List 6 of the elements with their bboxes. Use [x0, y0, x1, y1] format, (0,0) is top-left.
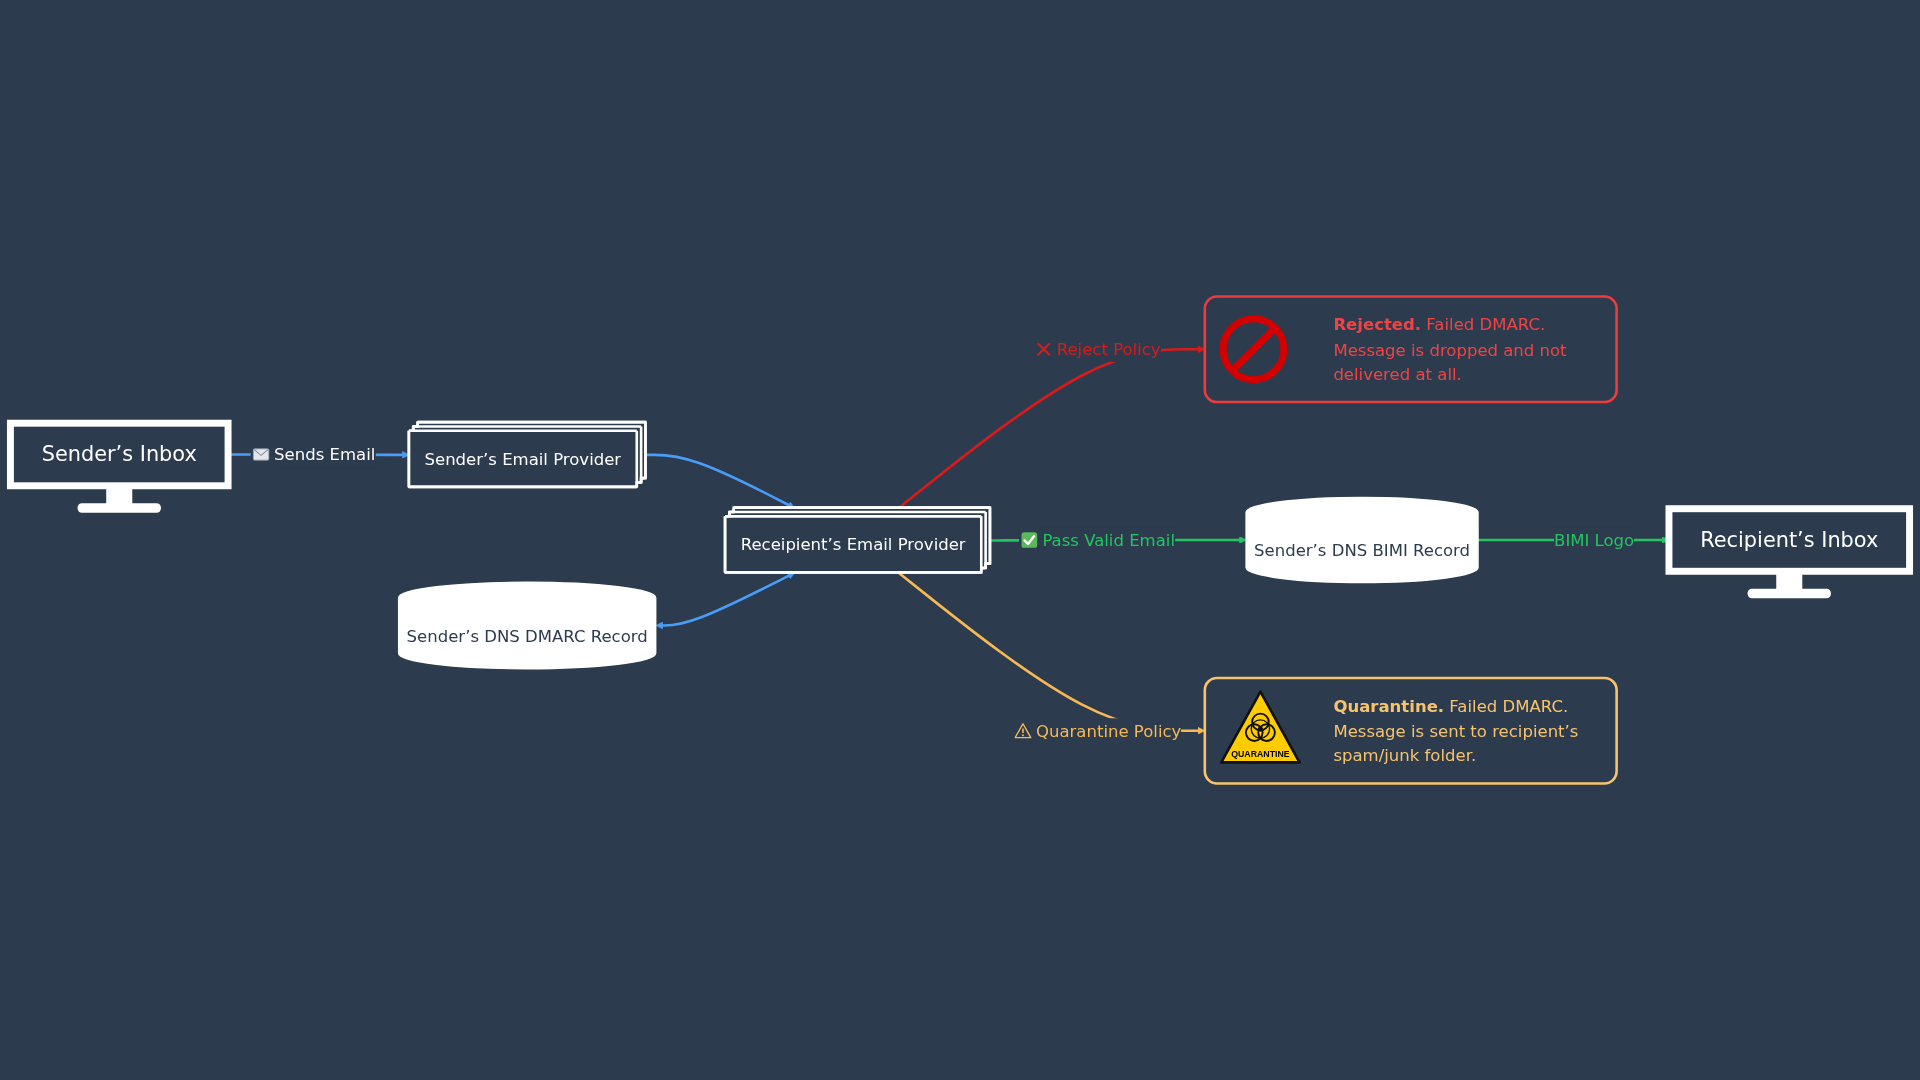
- sign-text: QUARANTINE: [1231, 749, 1290, 759]
- edge-label: Quarantine Policy: [1036, 720, 1182, 741]
- edge-label: Reject Policy: [1056, 339, 1161, 359]
- edge-label: BIMI Logo: [1554, 530, 1635, 550]
- edge-label: Sends Email: [274, 444, 376, 464]
- edge-label: Pass Valid Email: [1042, 530, 1175, 550]
